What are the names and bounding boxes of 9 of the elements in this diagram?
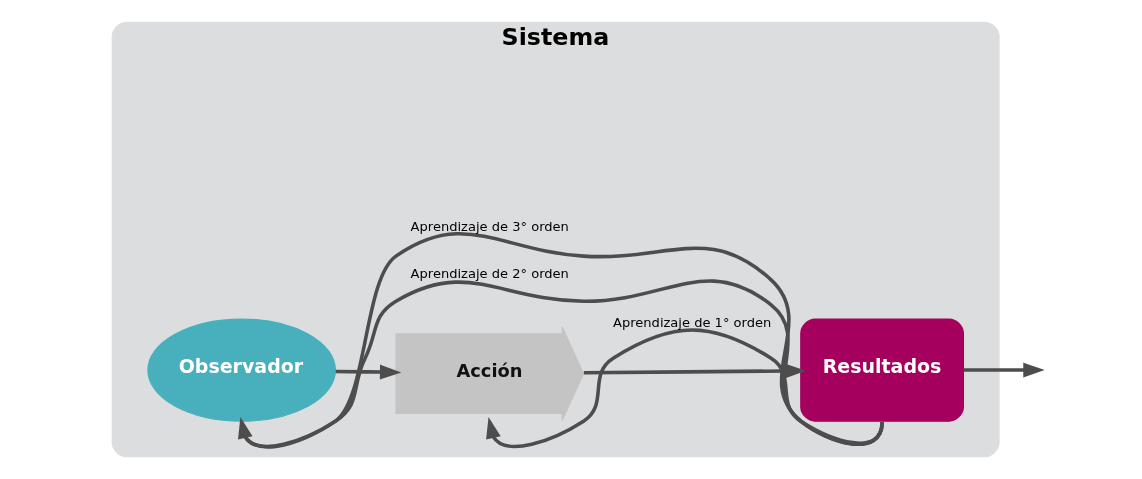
arrow [335, 364, 401, 380]
arrow [963, 362, 1045, 378]
edge-label: Aprendizaje de 2° orden [410, 266, 569, 282]
edge-label: Aprendizaje de 3° orden [410, 218, 569, 234]
arrow [583, 363, 806, 379]
edge-label: Aprendizaje de 1° orden [612, 315, 771, 331]
node-ellipse: Observador [146, 318, 336, 422]
arrow [485, 328, 884, 449]
node-box: Resultados [799, 318, 964, 422]
